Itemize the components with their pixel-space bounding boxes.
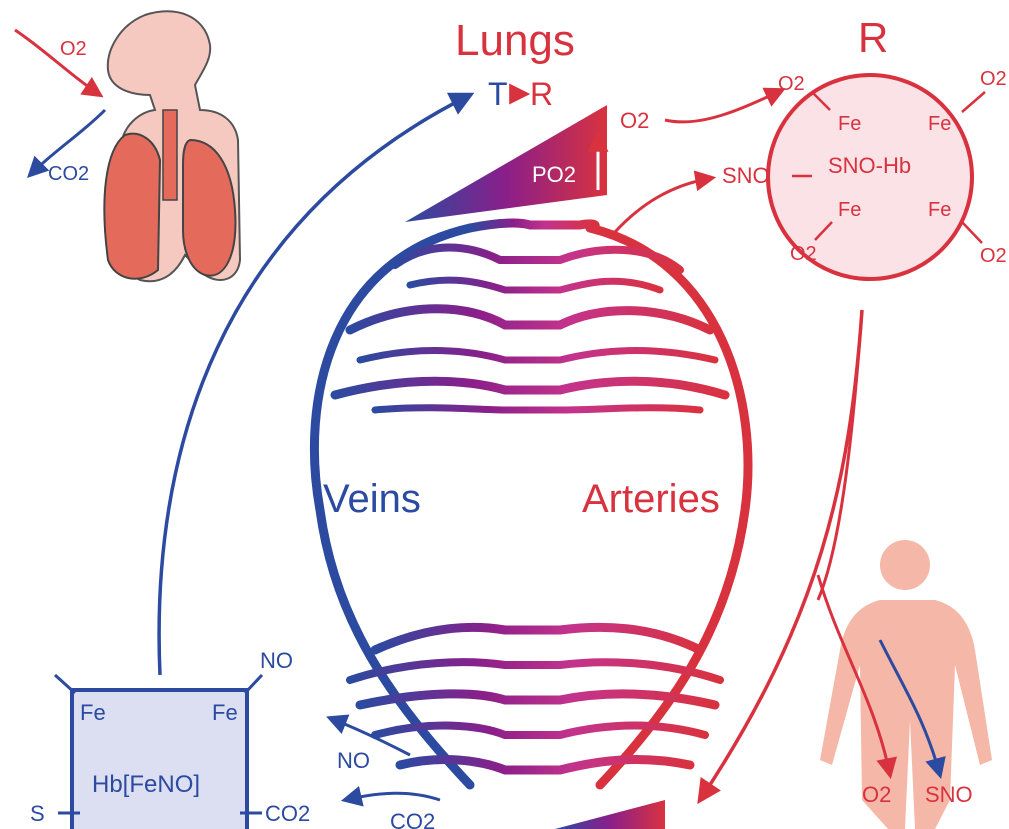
po2-label: PO2 xyxy=(532,162,576,187)
body-o2-label: O2 xyxy=(862,782,891,807)
sno-label: SNO xyxy=(722,163,770,188)
o2-tl-label: O2 xyxy=(778,73,805,95)
hb-fe-right: Fe xyxy=(212,700,238,725)
po2-gradient-wedge xyxy=(405,105,607,222)
fe-top-right: Fe xyxy=(928,113,951,135)
co2-uptake-arrow xyxy=(345,793,440,800)
arterial-branch xyxy=(818,310,862,600)
arteries-label: Arteries xyxy=(582,477,720,521)
hb-fe-left: Fe xyxy=(80,700,106,725)
sno-hb-center-label: SNO-Hb xyxy=(828,153,911,178)
t-state-label: T xyxy=(488,76,508,112)
hb-corner-tl xyxy=(55,675,75,693)
tissue-no-label: NO xyxy=(337,748,370,773)
hb-co2-label: CO2 xyxy=(265,801,310,826)
head-lungs-figure xyxy=(104,11,240,281)
o2-bond-tr xyxy=(962,92,985,112)
body-sno-label: SNO xyxy=(925,782,973,807)
o2-bl-label: O2 xyxy=(790,243,817,265)
o2-into-r-label: O2 xyxy=(620,108,649,133)
o2-loading-arrow xyxy=(665,90,782,122)
fe-bottom-right: Fe xyxy=(928,199,951,221)
head-co2-label: CO2 xyxy=(48,163,89,185)
r-state-label: R xyxy=(530,76,553,112)
hb-corner-tr xyxy=(245,675,262,693)
r-title: R xyxy=(858,14,888,61)
fe-top-left: Fe xyxy=(838,113,861,135)
hb-no-label: NO xyxy=(260,648,293,673)
o2-bond-br xyxy=(962,222,982,243)
o2-br-label: O2 xyxy=(980,245,1007,267)
po2-wedge-bottom xyxy=(555,800,665,829)
fe-bottom-left: Fe xyxy=(838,199,861,221)
hb-s-label: S xyxy=(30,801,45,826)
hb-feno-title: Hb[FeNO] xyxy=(92,771,200,798)
o2-inhale-arrow xyxy=(15,30,100,95)
head-o2-label: O2 xyxy=(60,38,87,60)
o2-tr-label: O2 xyxy=(980,68,1007,90)
sno-formation-arrow xyxy=(615,178,712,232)
tissue-co2-label: CO2 xyxy=(390,809,435,829)
lungs-title: Lungs xyxy=(455,16,575,65)
veins-label: Veins xyxy=(323,477,421,521)
